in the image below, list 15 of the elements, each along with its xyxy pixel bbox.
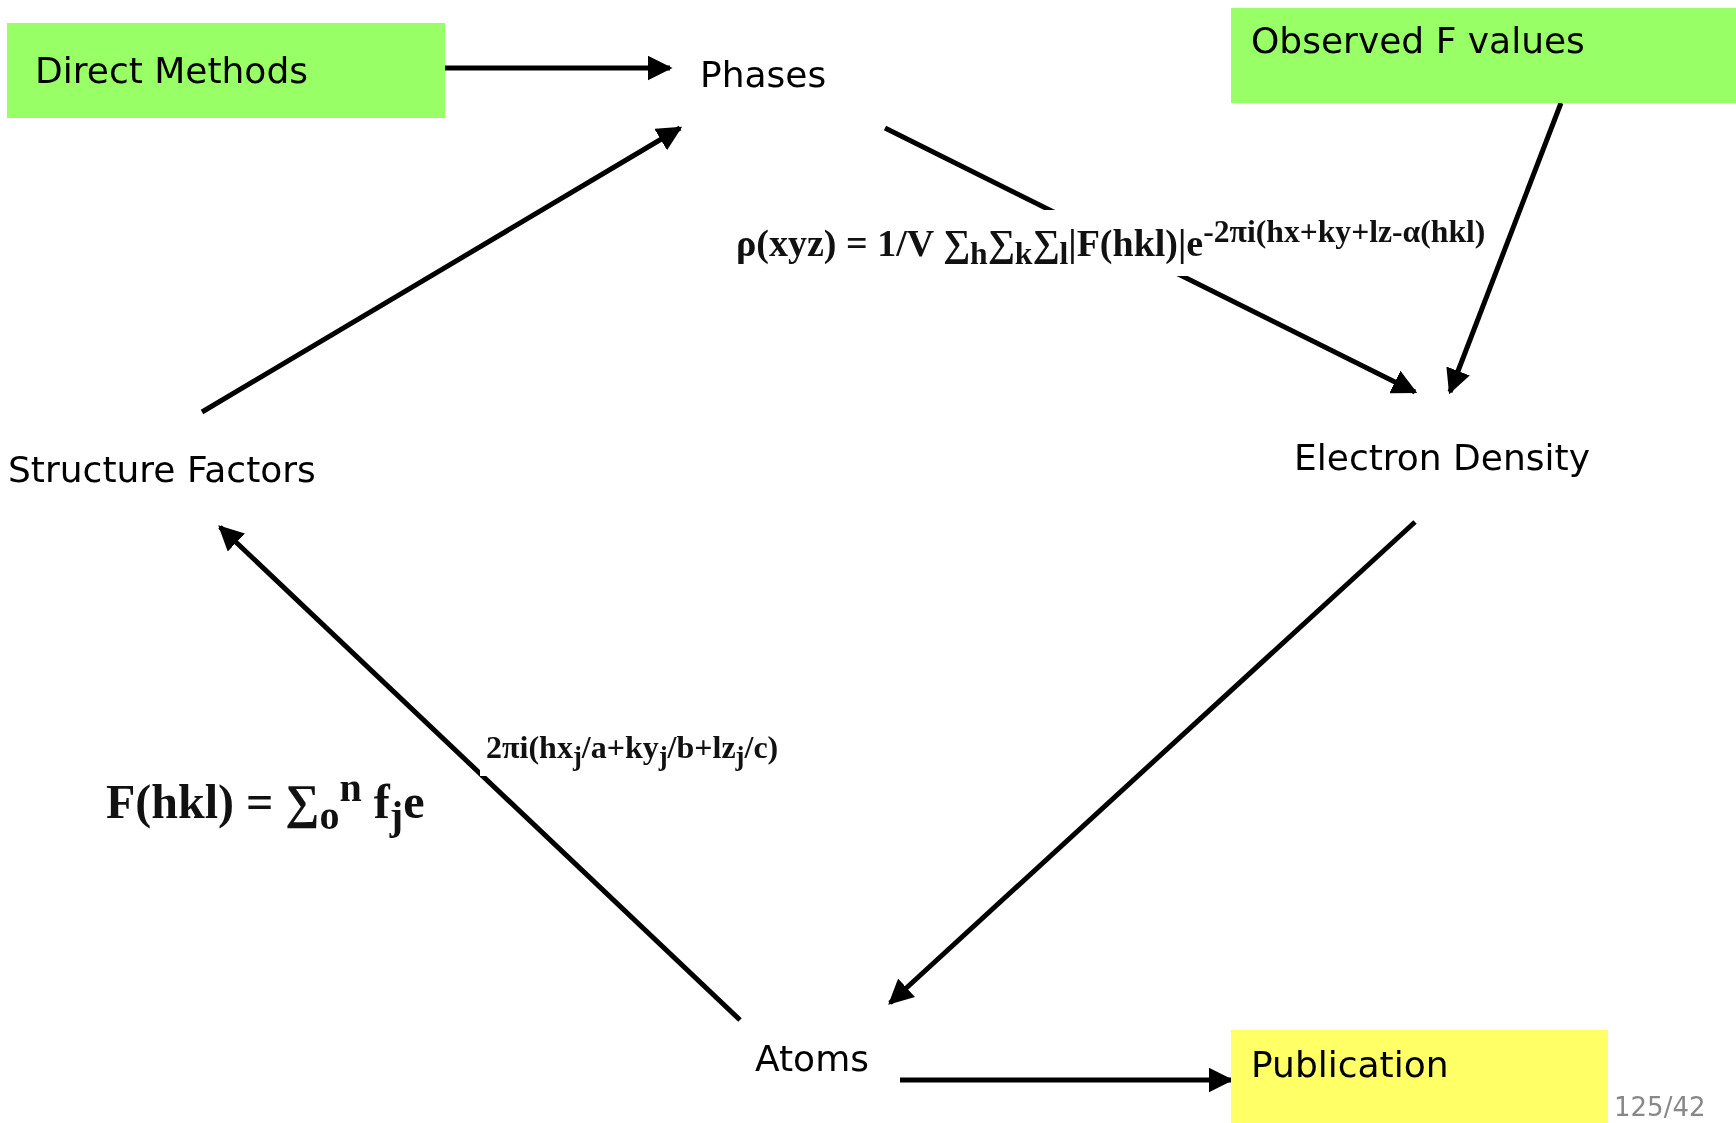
process-box — [1231, 8, 1736, 103]
node-label: Atoms — [755, 1037, 869, 1079]
process-box — [1231, 1030, 1608, 1123]
arrow — [445, 55, 673, 81]
process-box — [7, 23, 445, 118]
node-label: Phases — [700, 53, 827, 95]
arrow — [200, 125, 683, 415]
box-label: Observed F values — [1251, 20, 1585, 61]
arrow — [218, 525, 742, 1022]
arrow — [1446, 102, 1564, 395]
box-label: Direct Methods — [35, 50, 308, 91]
box-label: Publication — [1251, 1044, 1449, 1085]
node-label: Electron Density — [1294, 436, 1590, 478]
arrow — [888, 520, 1417, 1005]
node-label: Structure Factors — [8, 449, 316, 490]
